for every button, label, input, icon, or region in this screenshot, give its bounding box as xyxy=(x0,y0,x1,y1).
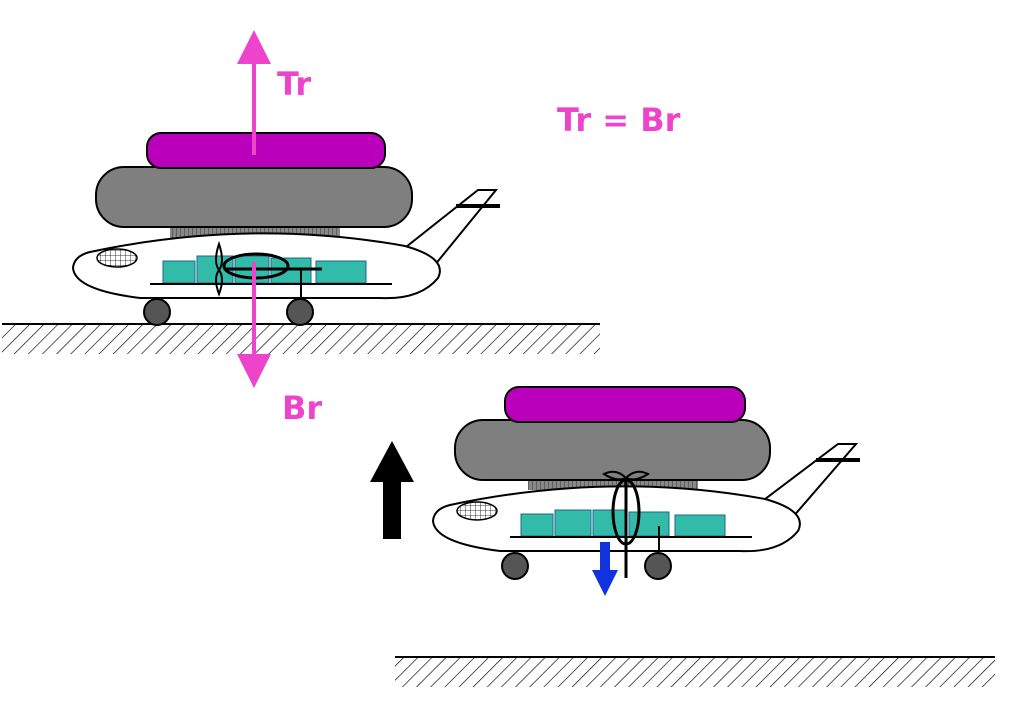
down-arrow-icon xyxy=(592,542,618,596)
force-balance-equation: Tr = Br xyxy=(557,101,681,139)
purple-ring xyxy=(146,132,386,169)
rear-wheel xyxy=(286,298,314,326)
front-wheel xyxy=(501,552,529,580)
thrust-label: Tr xyxy=(277,65,312,103)
ground-left xyxy=(2,323,600,354)
front-wheel xyxy=(143,298,171,326)
weight-label: Br xyxy=(282,389,323,427)
purple-ring xyxy=(504,386,746,423)
rotor-assembly xyxy=(602,470,660,578)
cockpit-window xyxy=(456,501,498,521)
airship-on-ground xyxy=(71,30,500,388)
thrust-arrow xyxy=(237,30,271,155)
gray-ring xyxy=(95,166,413,228)
up-arrow-icon xyxy=(370,441,414,539)
rear-wheel xyxy=(644,552,672,580)
airship-lifting xyxy=(431,386,860,596)
weight-arrow xyxy=(237,262,271,388)
ground-right xyxy=(395,656,995,687)
cargo-boxes xyxy=(520,509,726,537)
cockpit-window xyxy=(96,248,138,268)
